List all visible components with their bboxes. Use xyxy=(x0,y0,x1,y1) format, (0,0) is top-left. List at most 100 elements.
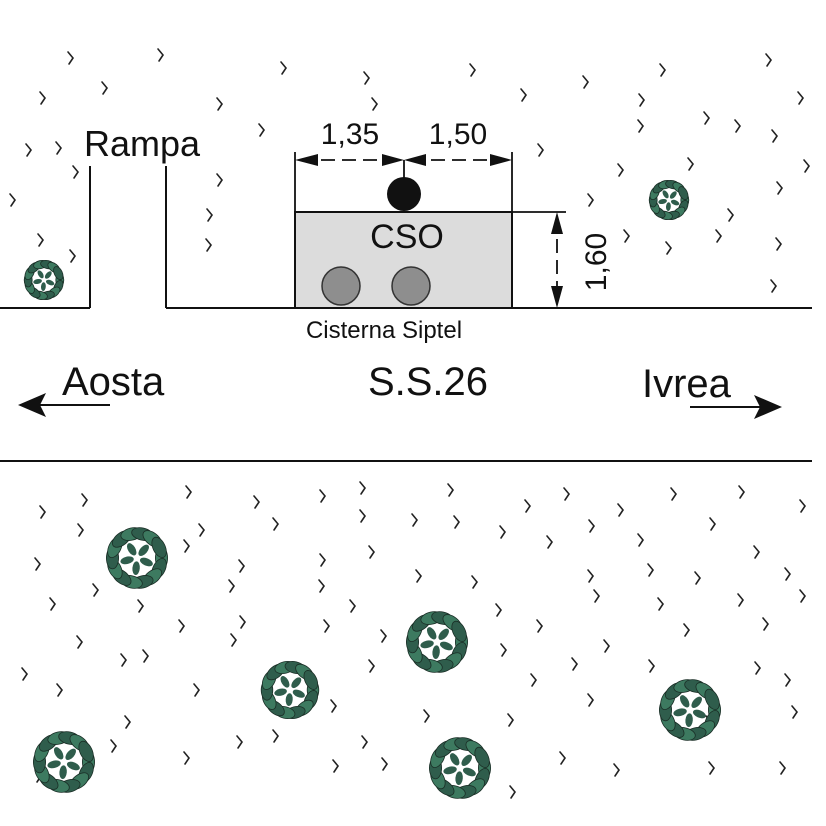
shrub-icon xyxy=(33,731,95,793)
grass-tick-icon xyxy=(753,545,760,559)
grass-tick-icon xyxy=(637,119,644,133)
grass-tick-icon xyxy=(708,761,715,775)
grass-tick-icon xyxy=(319,489,326,503)
grass-tick-icon xyxy=(803,159,810,173)
grass-tick-icon xyxy=(509,785,516,799)
shrub-layer xyxy=(23,179,721,799)
grass-tick-icon xyxy=(198,523,205,537)
grass-tick-icon xyxy=(142,649,149,663)
grass-tick-icon xyxy=(272,729,279,743)
grass-tick-icon xyxy=(183,751,190,765)
grass-tick-icon xyxy=(193,683,200,697)
shrub-icon xyxy=(260,661,320,719)
grass-tick-icon xyxy=(77,523,84,537)
grass-tick-icon xyxy=(623,229,630,243)
grass-tick-icon xyxy=(37,233,44,247)
grass-tick-icon xyxy=(637,533,644,547)
grass-tick-icon xyxy=(359,509,366,523)
grass-tick-icon xyxy=(765,53,772,67)
grass-tick-icon xyxy=(120,653,127,667)
grass-tick-icon xyxy=(332,759,339,773)
dimension-arrowheads xyxy=(295,154,563,308)
dimension-label-height: 1,60 xyxy=(580,233,613,291)
grass-tick-icon xyxy=(183,539,190,553)
grass-tick-icon xyxy=(799,499,806,513)
grass-tick-icon xyxy=(236,735,243,749)
grass-tick-icon xyxy=(587,569,594,583)
grass-tick-icon xyxy=(683,623,690,637)
cso-label: CSO xyxy=(370,218,444,256)
grass-tick-icon xyxy=(253,495,260,509)
grass-tick-icon xyxy=(775,237,782,251)
grass-tick-icon xyxy=(359,481,366,495)
grass-tick-icon xyxy=(25,143,32,157)
grass-tick-icon xyxy=(453,515,460,529)
grass-tick-icon xyxy=(415,569,422,583)
shrub-icon xyxy=(406,611,468,673)
grass-tick-icon xyxy=(72,165,79,179)
dimension-label-right: 1,50 xyxy=(429,118,487,151)
grass-tick-icon xyxy=(56,683,63,697)
grass-tick-icon xyxy=(185,485,192,499)
grass-tick-icon xyxy=(21,667,28,681)
grass-tick-icon xyxy=(648,659,655,673)
grass-tick-icon xyxy=(363,71,370,85)
shrub-icon xyxy=(23,259,65,301)
grass-tick-icon xyxy=(69,249,76,263)
grass-tick-icon xyxy=(738,485,745,499)
grass-tick-icon xyxy=(205,238,212,252)
grass-tick-icon xyxy=(670,487,677,501)
ivrea-label: Ivrea xyxy=(642,362,732,406)
grass-tick-icon xyxy=(495,603,502,617)
grass-tick-icon xyxy=(799,589,806,603)
grass-tick-icon xyxy=(771,129,778,143)
grass-tick-icon xyxy=(754,661,761,675)
grass-tick-icon xyxy=(92,583,99,597)
grass-tick-icon xyxy=(124,715,131,729)
grass-tick-icon xyxy=(791,705,798,719)
grass-tick-icon xyxy=(613,763,620,777)
grass-tick-icon xyxy=(779,761,786,775)
grass-tick-icon xyxy=(737,593,744,607)
cistern-cylinder-right xyxy=(391,266,431,306)
grass-tick-icon xyxy=(137,599,144,613)
grass-tick-icon xyxy=(206,208,213,222)
dimension-label-left: 1,35 xyxy=(321,118,379,151)
grass-tick-icon xyxy=(659,63,666,77)
shrub-icon xyxy=(659,679,721,741)
grass-tick-icon xyxy=(770,279,777,293)
grass-tick-icon xyxy=(536,619,543,633)
grass-tick-icon xyxy=(368,659,375,673)
cable-entry-icon xyxy=(387,177,421,211)
grass-tick-icon xyxy=(617,503,624,517)
grass-tick-icon xyxy=(587,193,594,207)
grass-tick-icon xyxy=(81,493,88,507)
grass-tick-icon xyxy=(55,141,62,155)
grass-tick-icon xyxy=(9,193,16,207)
grass-tick-icon xyxy=(784,567,791,581)
grass-tick-icon xyxy=(537,143,544,157)
grass-tick-icon xyxy=(423,709,430,723)
grass-tick-icon xyxy=(797,91,804,105)
grass-tick-icon xyxy=(582,75,589,89)
grass-tick-icon xyxy=(380,629,387,643)
arrow-left-icon xyxy=(18,393,110,417)
shrub-icon xyxy=(429,737,491,799)
cistern-cylinder-left xyxy=(321,266,361,306)
shrub-icon xyxy=(648,179,690,221)
grass-tick-icon xyxy=(280,61,287,75)
grass-tick-icon xyxy=(776,181,783,195)
grass-tick-icon xyxy=(499,525,506,539)
grass-tick-icon xyxy=(647,563,654,577)
grass-tick-icon xyxy=(703,111,710,125)
grass-tick-icon xyxy=(715,229,722,243)
grass-tick-icon xyxy=(216,173,223,187)
grass-tick-icon xyxy=(330,699,337,713)
grass-tick-icon xyxy=(587,693,594,707)
grass-tick-icon xyxy=(371,97,378,111)
grass-tick-icon xyxy=(530,673,537,687)
grass-tick-icon xyxy=(617,163,624,177)
grass-tick-icon xyxy=(603,639,610,653)
